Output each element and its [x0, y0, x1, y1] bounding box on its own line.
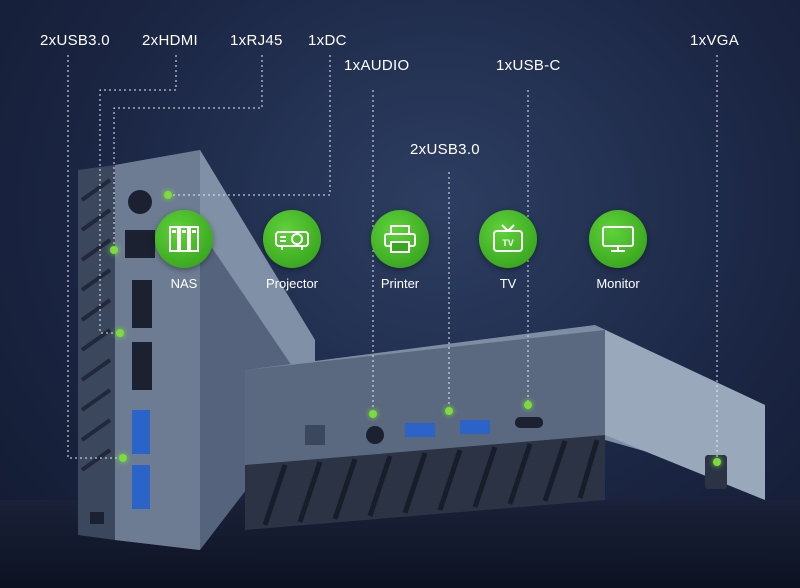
- nas-icon: [155, 210, 213, 268]
- device-projector: Projector: [252, 210, 332, 291]
- printer-icon: [371, 210, 429, 268]
- mini-pc-horizontal: [245, 325, 765, 530]
- label-dc: 1xDC: [308, 32, 347, 49]
- projector-icon: [263, 210, 321, 268]
- port-dot-vga: [713, 458, 721, 466]
- monitor-icon: [589, 210, 647, 268]
- device-label-nas: NAS: [170, 276, 198, 291]
- port-dot-audio: [369, 410, 377, 418]
- label-rj45: 1xRJ45: [230, 32, 283, 49]
- label-audio: 1xAUDIO: [344, 57, 410, 74]
- device-monitor: Monitor: [578, 210, 658, 291]
- device-tv: TV TV: [468, 210, 548, 291]
- port-dot-rj45: [110, 246, 118, 254]
- port-dot-hdmi: [116, 329, 124, 337]
- port-dot-usb-front: [445, 407, 453, 415]
- device-label-printer: Printer: [380, 276, 420, 291]
- label-usb30-left: 2xUSB3.0: [40, 32, 110, 49]
- device-label-monitor: Monitor: [596, 276, 640, 291]
- port-dot-usbc: [524, 401, 532, 409]
- device-printer: Printer: [360, 210, 440, 291]
- label-hdmi: 2xHDMI: [142, 32, 198, 49]
- port-dot-dc: [164, 191, 172, 199]
- device-label-tv: TV: [499, 276, 517, 291]
- device-label-projector: Projector: [265, 276, 319, 291]
- label-usb30-front: 2xUSB3.0: [410, 141, 480, 158]
- svg-text:TV: TV: [502, 238, 514, 248]
- port-dot-usb-left: [119, 454, 127, 462]
- label-usbc: 1xUSB-C: [496, 57, 561, 74]
- device-nas: NAS: [144, 210, 224, 291]
- label-vga: 1xVGA: [690, 32, 740, 49]
- tv-icon: TV: [479, 210, 537, 268]
